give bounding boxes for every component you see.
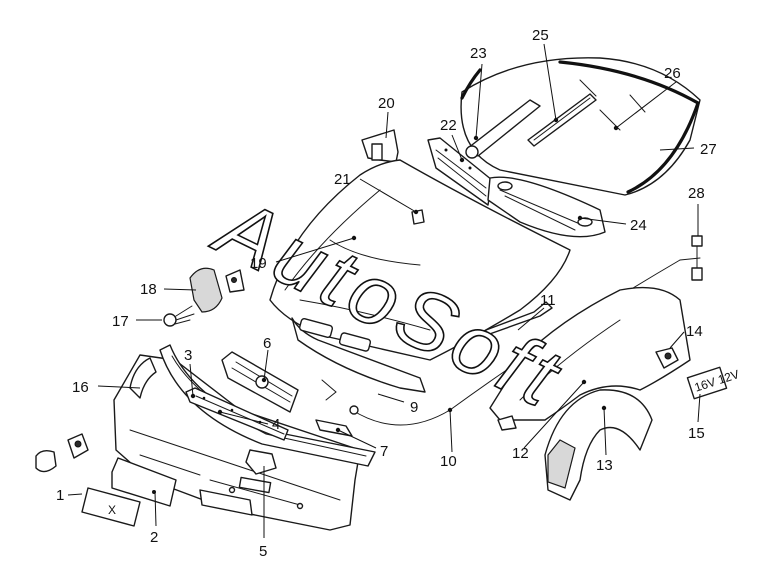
callout-9: 9 [410, 399, 418, 416]
callout-7: 7 [380, 443, 388, 460]
callout-16: 16 [72, 379, 89, 396]
plate-text: X [108, 503, 116, 517]
callout-10: 10 [440, 453, 457, 470]
callout-14: 14 [686, 323, 703, 340]
callout-26: 26 [664, 65, 681, 82]
front-plate: X [81, 487, 141, 527]
hinge-bracket [361, 129, 399, 163]
side-repeater [655, 347, 679, 369]
upper-grille [221, 351, 299, 413]
wheel-arch-liner [544, 389, 653, 501]
tow-bracket [245, 449, 277, 475]
callout-28: 28 [688, 185, 705, 202]
scuttle-grille [487, 176, 606, 238]
callout-15: 15 [688, 425, 705, 442]
marker-bulb [163, 305, 195, 327]
callout-12: 12 [512, 445, 529, 462]
bolt [691, 235, 703, 281]
front-panel [291, 317, 426, 393]
windshield-assembly [460, 57, 701, 196]
callout-13: 13 [596, 457, 613, 474]
callout-11: 11 [540, 292, 556, 309]
callout-25: 25 [532, 27, 549, 44]
callout-4: 4 [272, 416, 280, 433]
callout-22: 22 [440, 117, 457, 134]
release-lever [315, 379, 353, 437]
front-fender [489, 286, 691, 431]
callout-19: 19 [250, 255, 267, 272]
callout-27: 27 [700, 141, 717, 158]
plate-holder [111, 457, 177, 507]
callout-2: 2 [150, 529, 158, 546]
model-badge: 16V 12V [686, 366, 741, 400]
lower-grille [185, 387, 289, 441]
callout-21: 21 [334, 171, 351, 188]
callout-3: 3 [184, 347, 192, 364]
fog-lamp [35, 433, 89, 473]
fender-bracket [483, 301, 553, 337]
callout-5: 5 [259, 543, 267, 560]
callout-20: 20 [378, 95, 395, 112]
callout-23: 23 [470, 45, 487, 62]
leader-dots [190, 117, 619, 433]
side-marker [189, 267, 245, 313]
leader-lines [67, 43, 701, 538]
callout-24: 24 [630, 217, 647, 234]
callout-labels: 1 2 3 4 5 6 7 9 10 11 12 13 14 15 16 17 … [56, 27, 717, 560]
callout-17: 17 [112, 313, 129, 330]
callout-1: 1 [56, 487, 64, 504]
callout-6: 6 [263, 335, 271, 352]
hood [269, 159, 571, 361]
callout-18: 18 [140, 281, 157, 298]
